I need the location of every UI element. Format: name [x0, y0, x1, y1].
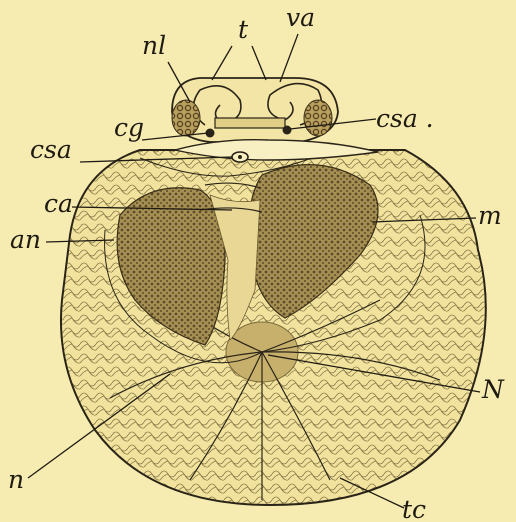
- label-m: m: [478, 201, 502, 230]
- right-granular-body: [304, 100, 332, 136]
- label-ca: ca: [44, 189, 73, 218]
- label-tc: tc: [402, 495, 426, 522]
- label-an: an: [10, 225, 41, 254]
- label-n: n: [8, 465, 24, 494]
- label-csa-right: csa .: [376, 104, 434, 133]
- label-t: t: [238, 15, 249, 44]
- commissure-bar: [215, 118, 285, 128]
- label-csa-left: csa: [30, 135, 72, 164]
- label-cg: cg: [114, 113, 144, 142]
- label-N: N: [481, 375, 505, 404]
- right-ganglion-dot: [283, 126, 292, 135]
- head-region: [172, 78, 338, 142]
- label-nl: nl: [142, 31, 166, 60]
- label-va: va: [286, 3, 315, 32]
- left-granular-body: [172, 100, 200, 136]
